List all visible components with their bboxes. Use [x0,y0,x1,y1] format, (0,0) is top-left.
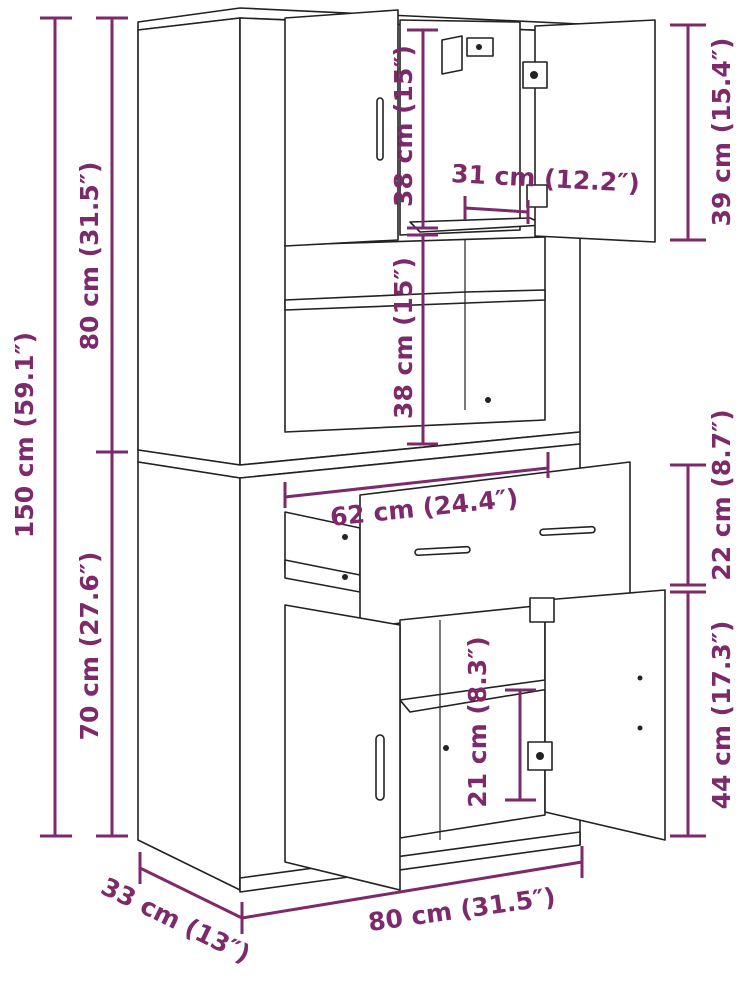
drawer-handle-left [414,545,471,557]
label-drawer-height: 22 cm (8.7″) [707,409,736,580]
label-upper-top-shelf: 38 cm (15″) [389,45,418,207]
upper-open-compartment [284,236,546,433]
upper-right-door [534,19,656,243]
cabinet-drawing [137,7,666,893]
shelf-pin-hole [485,397,491,403]
lower-left-door [284,604,401,891]
label-upper-door-height: 39 cm (15.4″) [707,38,736,227]
upper-top-compartment [399,19,521,236]
label-upper-height: 80 cm (31.5″) [75,162,104,351]
lower-side-panel [137,461,241,891]
label-width: 80 cm (31.5″) [366,882,557,937]
plinth [239,831,581,893]
upper-shelf [284,289,546,311]
label-lower-door-height: 44 cm (17.3″) [707,621,736,810]
label-lower-shelf-gap: 21 cm (8.3″) [463,636,492,807]
label-lower-height: 70 cm (27.6″) [75,552,104,741]
label-upper-bottom-shelf: 38 cm (15″) [389,257,418,419]
hinge-icon [529,597,555,623]
upper-side-panel [137,17,241,466]
upper-left-door [284,9,399,247]
label-total-height: 150 cm (59.1″) [10,332,39,538]
dimension-lines [40,16,706,934]
upper-left-handle [376,97,384,161]
drawer-handle-right [539,525,596,537]
hinge-icon [526,184,548,208]
lower-right-door [544,589,666,841]
lower-left-handle [375,734,385,801]
hinge-plate [441,35,463,75]
